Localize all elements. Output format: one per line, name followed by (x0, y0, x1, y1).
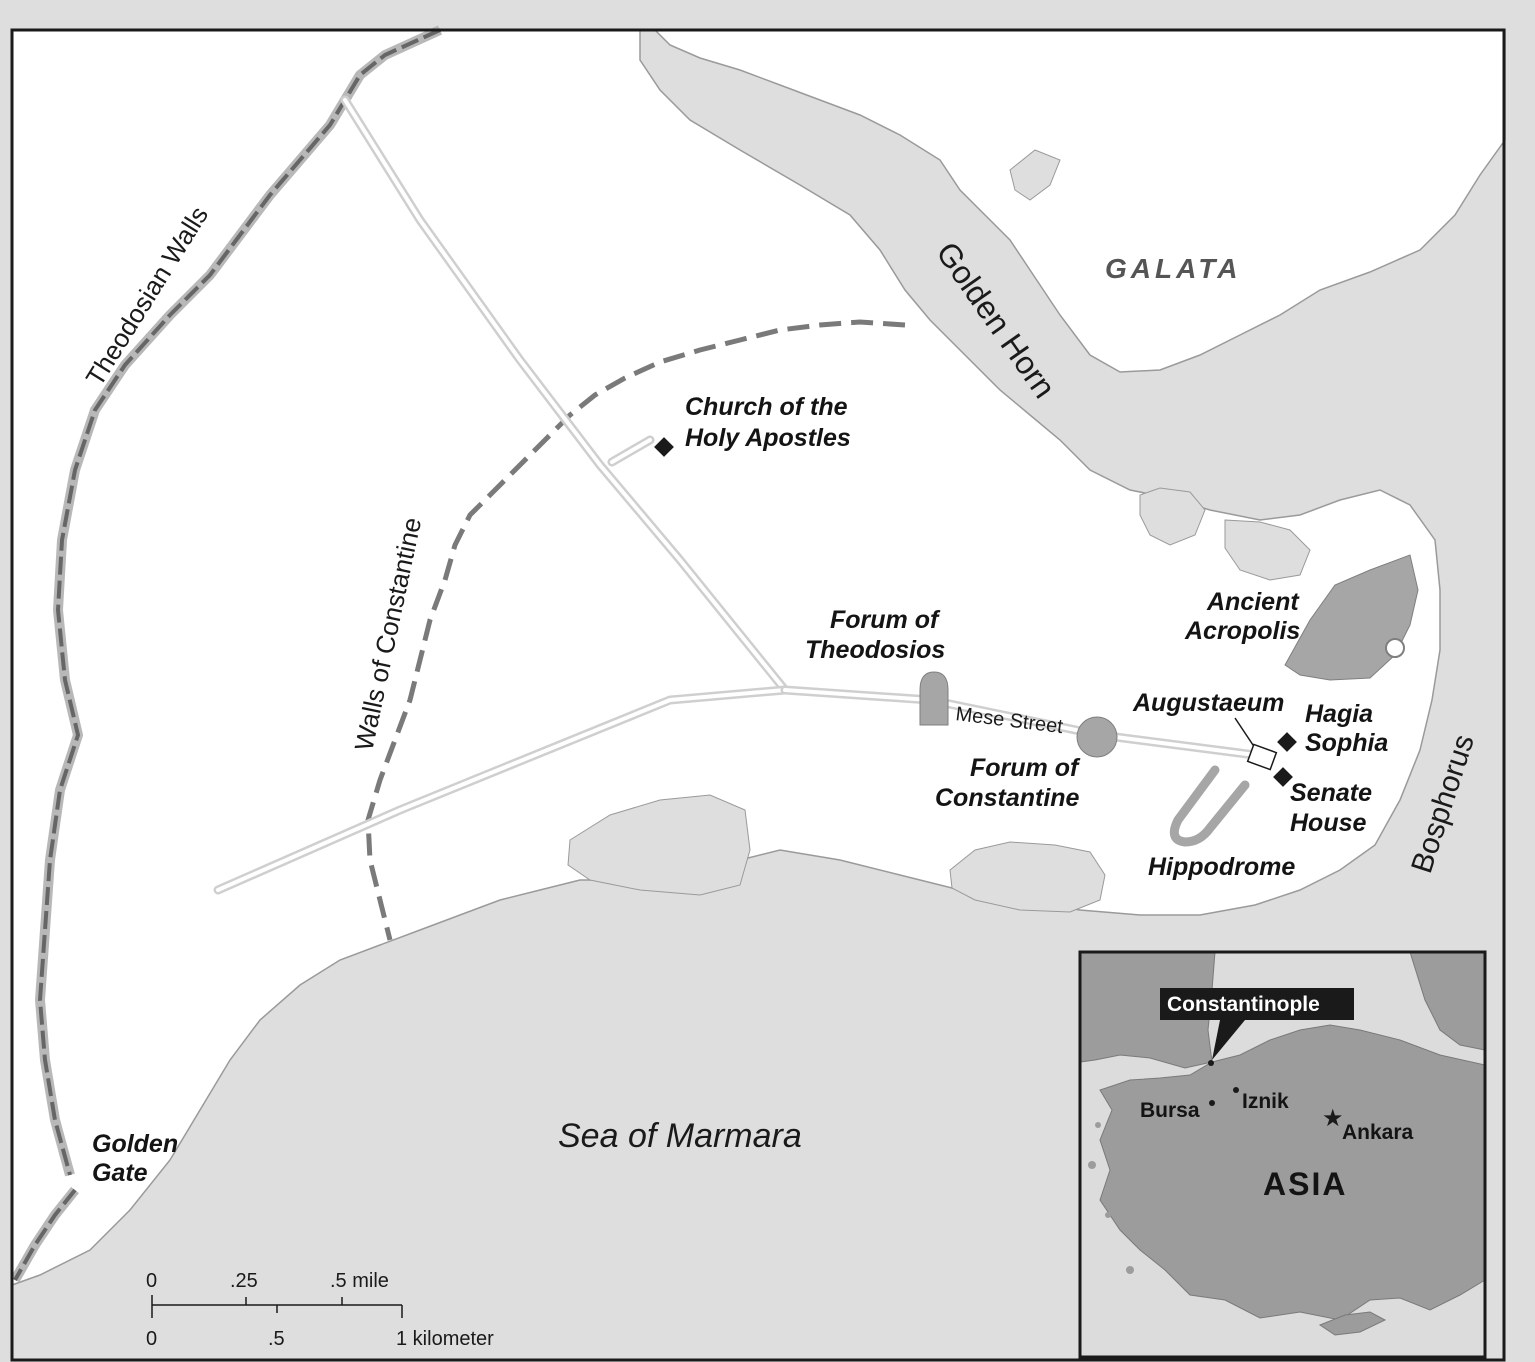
inset-cyprus (1318, 1311, 1387, 1336)
ancient-acropolis-area (1284, 554, 1419, 681)
hagia-sophia-marker (1277, 732, 1297, 752)
label-forum-constantine-line2: Constantine (935, 784, 1080, 812)
harbor-golden-horn-2 (1224, 519, 1311, 581)
label-senate-house-line1: Senate (1290, 779, 1372, 807)
label-senate-house-line2: House (1290, 809, 1367, 837)
theodosian-walls-south-dash (13, 1188, 77, 1281)
senate-house-marker (1273, 767, 1293, 787)
inset-anatolia-land (1099, 1024, 1486, 1321)
scale-mile-025: .25 (230, 1270, 258, 1292)
forum-constantine-marker (1076, 716, 1118, 758)
harbor-south-2 (949, 841, 1106, 913)
inset-island (1088, 1161, 1096, 1169)
label-hippodrome: Hippodrome (1148, 853, 1295, 881)
inset-label-bursa: Bursa (1140, 1099, 1200, 1122)
hippodrome-marker (1169, 765, 1250, 847)
map-border (10, 28, 1506, 1362)
label-ancient-acropolis-line1: Ancient (1206, 588, 1300, 616)
inset-dot-constantinople (1208, 1060, 1214, 1066)
label-church-line2: Holy Apostles (685, 424, 851, 452)
scale-km-1: 1 kilometer (396, 1328, 494, 1350)
label-forum-theodosios-line2: Theodosios (805, 636, 945, 664)
scale-bar: 0 .25 .5 mile 0 .5 1 kilometer (146, 1270, 494, 1350)
label-augustaeum: Augustaeum (1132, 689, 1284, 717)
theodosian-walls-dash (37, 28, 441, 1176)
label-galata: GALATA (1105, 253, 1242, 284)
inset-constantinople-pointer (1212, 1020, 1245, 1060)
label-hagia-sophia-line2: Sophia (1305, 729, 1388, 757)
city-peninsula (11, 29, 1441, 1287)
inset-europe-land (1079, 951, 1216, 1069)
label-ancient-acropolis-line2: Acropolis (1184, 617, 1300, 645)
label-forum-theodosios-line1: Forum of (830, 606, 941, 634)
inset-label-constantinople: Constantinople (1167, 993, 1320, 1016)
mese-street-road-inner (783, 688, 1257, 757)
inset-label-ankara: Ankara (1342, 1121, 1414, 1144)
augustaeum-marker (1246, 743, 1278, 771)
inset-dot-iznik (1233, 1087, 1239, 1093)
inset-island (1105, 1212, 1111, 1218)
road-holy-apostles-inner (610, 438, 652, 464)
label-church-line1: Church of the (685, 393, 848, 421)
walls-of-constantine (365, 319, 906, 941)
road-south-branch-inner (216, 688, 787, 892)
label-forum-constantine-line1: Forum of (970, 754, 1081, 782)
label-hagia-sophia-line1: Hagia (1305, 700, 1373, 728)
inset-ankara-star: ★ (1322, 1104, 1344, 1132)
scale-mile-0: 0 (146, 1270, 157, 1292)
inset-label-iznik: Iznik (1242, 1090, 1289, 1113)
acropolis-theatre (1385, 638, 1405, 658)
scale-km-0: 0 (146, 1328, 157, 1350)
label-golden-gate-line2: Gate (92, 1159, 148, 1187)
inset-border (1078, 950, 1487, 1359)
scale-km-05: .5 (268, 1328, 285, 1350)
galata-land (653, 29, 1506, 373)
harbor-south-1 (567, 794, 751, 896)
inset-label-asia: ASIA (1263, 1166, 1347, 1202)
forum-theodosios-marker (919, 671, 949, 726)
harbor-golden-horn (1139, 487, 1206, 546)
label-golden-gate-line1: Golden (92, 1130, 178, 1158)
scale-mile-05: .5 mile (330, 1270, 389, 1292)
inset-island (1095, 1122, 1101, 1128)
inset-map: Constantinople ★ Bursa Iznik Ankara ASIA (1078, 950, 1487, 1359)
inset-dot-bursa (1209, 1100, 1215, 1106)
road-north-branch-inner (343, 98, 787, 692)
church-holy-apostles-marker (654, 437, 674, 457)
inset-island (1126, 1266, 1134, 1274)
galata-inlet (1009, 149, 1061, 201)
augustaeum-leader (1234, 717, 1256, 749)
inset-constantinople-box (1160, 988, 1354, 1020)
label-sea-of-marmara: Sea of Marmara (558, 1117, 802, 1155)
